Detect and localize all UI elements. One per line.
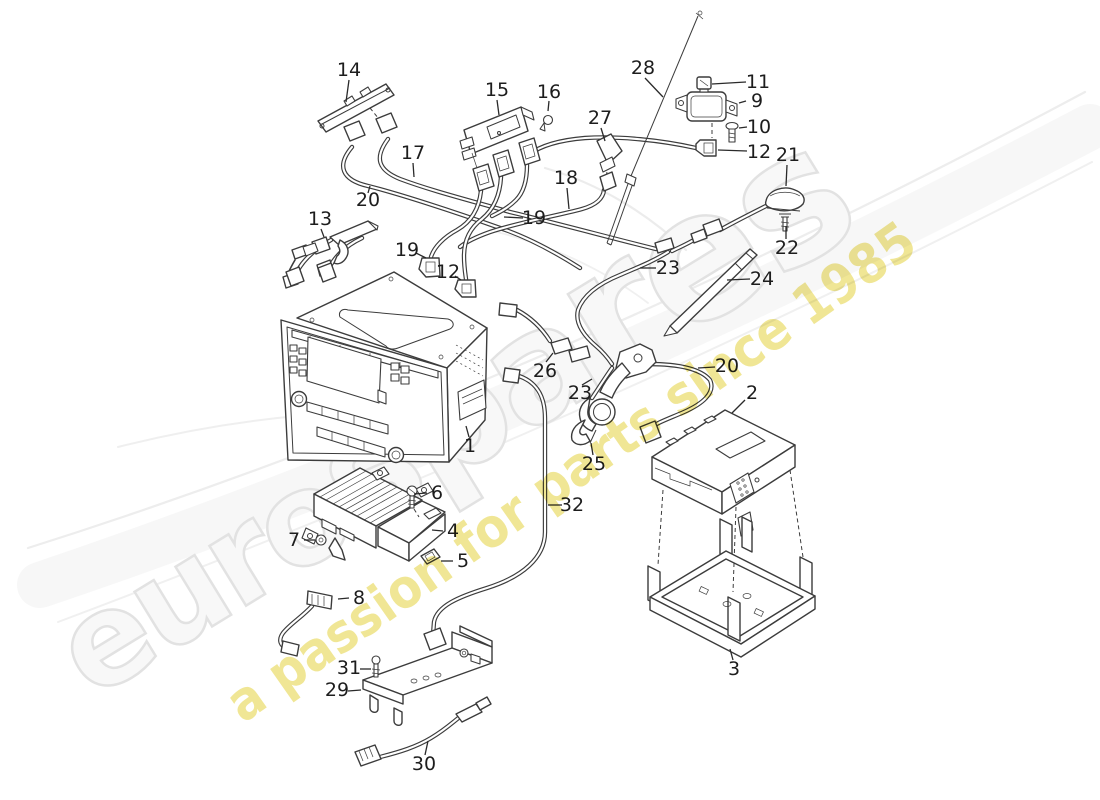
label-leader-line	[566, 187, 570, 210]
part-5-clip	[420, 548, 441, 565]
part-number-label: 2	[746, 382, 758, 404]
part-number-label: 20	[715, 355, 739, 377]
label-leader-line	[729, 648, 734, 661]
label-leader-line	[738, 100, 747, 104]
part-number-label: 4	[447, 520, 459, 542]
part-7-nut	[315, 534, 327, 546]
connector-plug	[639, 420, 662, 444]
part-number-label: 19	[522, 207, 546, 229]
label-leader-line	[320, 228, 325, 238]
part-number-label: 22	[775, 237, 799, 259]
label-leader-line	[465, 425, 470, 438]
part-number-label: 18	[554, 167, 578, 189]
part-number-label: 3	[728, 658, 740, 680]
label-leader-line	[412, 162, 415, 178]
part-10-screw	[725, 121, 739, 143]
part-29-mounting-bracket	[362, 625, 493, 726]
label-leader-line	[431, 529, 444, 532]
label-leader-line	[503, 216, 524, 219]
label-leader-line	[785, 164, 788, 187]
label-leader-line	[454, 275, 462, 281]
label-leader-line	[547, 100, 550, 112]
label-leader-line	[731, 399, 746, 414]
part-number-label: 17	[401, 142, 425, 164]
part-25-holder-clamp	[570, 343, 657, 446]
part-number-label: 11	[746, 71, 770, 93]
label-leader-line	[644, 77, 664, 98]
part-number-label: 20	[356, 189, 380, 211]
part-number-label: 23	[656, 257, 680, 279]
connector-plug	[343, 120, 366, 142]
part-number-label: 26	[533, 360, 557, 382]
part-30-cable	[354, 696, 492, 767]
label-leader-line	[711, 81, 747, 85]
part-11-clip	[696, 76, 712, 90]
label-leader-line	[590, 442, 594, 456]
label-leader-line	[545, 352, 554, 363]
part-number-label: 8	[353, 587, 365, 609]
part-number-label: 7	[288, 529, 300, 551]
part-15-amplifier-plate	[459, 106, 535, 169]
part-number-label: 31	[337, 657, 361, 679]
label-leader-line	[496, 99, 500, 116]
label-leader-line	[347, 689, 362, 692]
part-number-label: 1	[464, 435, 476, 457]
part-16-screw	[539, 114, 554, 132]
label-leader-line	[367, 185, 371, 194]
part-14-antenna-amplifier	[317, 83, 398, 142]
part-28-antenna-mast	[606, 10, 704, 246]
part-number-label: 9	[751, 90, 763, 112]
part-number-label: 12	[436, 261, 460, 283]
part-number-label: 23	[568, 382, 592, 404]
part-number-label: 29	[325, 679, 349, 701]
label-leader-line	[345, 79, 350, 103]
part-number-label: 14	[337, 59, 361, 81]
connector-plug	[375, 112, 398, 134]
part-24-antenna-rod	[663, 248, 758, 337]
part-number-label: 21	[776, 144, 800, 166]
label-leader-line	[600, 127, 606, 142]
part-9-antenna-module	[675, 85, 738, 138]
part-number-label: 12	[747, 141, 771, 163]
label-leader-line	[697, 366, 716, 369]
part-27-antenna-base	[596, 133, 623, 192]
label-leader-line	[337, 597, 350, 600]
part-26-adapter-connectors	[550, 337, 591, 363]
label-leader-line	[424, 740, 429, 756]
harness-connector-plugs	[472, 137, 541, 192]
part-number-label: 24	[750, 268, 774, 290]
inline-cable-barrels	[654, 218, 724, 254]
part-number-label: 6	[431, 482, 443, 504]
label-leader-line	[738, 126, 748, 129]
part-number-label: 30	[412, 753, 436, 775]
part-21-antenna-pod	[764, 187, 805, 212]
part-3-mounting-tray	[647, 516, 816, 658]
part-1-radio-head-unit	[280, 271, 488, 464]
label-leader-line	[726, 278, 751, 281]
label-leader-line	[717, 149, 748, 152]
part-number-label: 10	[747, 116, 771, 138]
part-number-label: 16	[537, 81, 561, 103]
part-8-cable	[280, 590, 333, 657]
part-number-label: 15	[485, 79, 509, 101]
label-leader-line	[581, 378, 593, 386]
part-31-screw	[371, 655, 381, 678]
part-number-label: 19	[395, 239, 419, 261]
part-number-label: 32	[560, 494, 584, 516]
part-12-connector-plug-upper	[695, 139, 717, 157]
part-number-label: 25	[582, 453, 606, 475]
part-number-label: 5	[457, 550, 469, 572]
label-leader-line	[413, 492, 428, 495]
radio-harness-plugs	[285, 257, 521, 384]
part-number-label: 13	[308, 208, 332, 230]
part-number-label: 27	[588, 107, 612, 129]
label-leader-line	[415, 252, 427, 259]
part-number-label: 28	[631, 57, 655, 79]
part-22-screw	[779, 213, 791, 232]
